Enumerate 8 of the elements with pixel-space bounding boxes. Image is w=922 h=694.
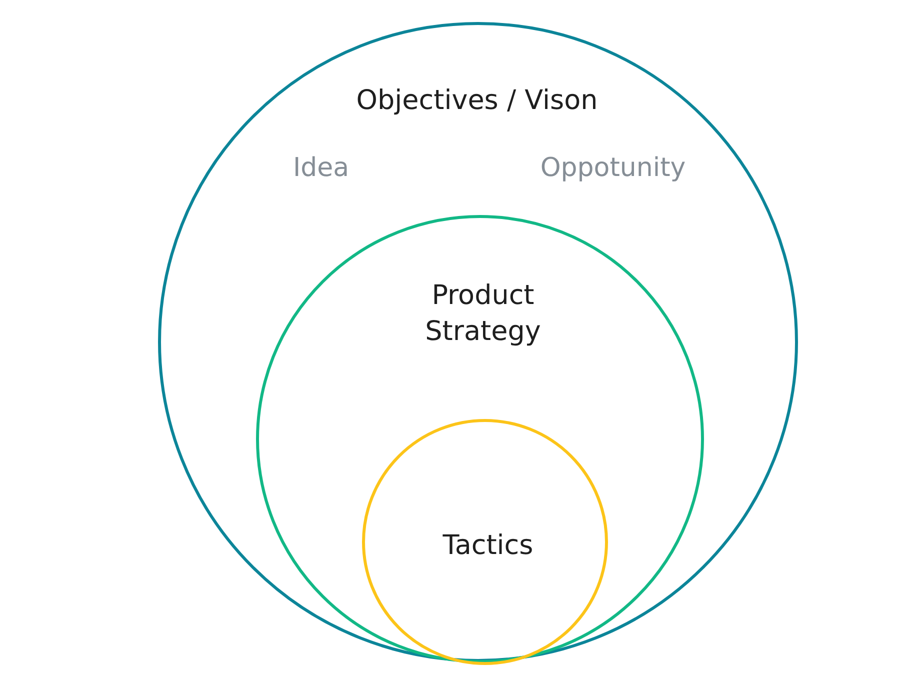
circle-heading: Product Strategy (424, 279, 542, 350)
circle-heading: Objectives / Vison (356, 84, 598, 118)
inner-circle (362, 419, 608, 665)
circle-text: Oppotunity (540, 152, 686, 185)
circle-heading: Tactics (442, 529, 534, 563)
circle-text: Idea (292, 152, 350, 185)
outer-circle (158, 22, 798, 662)
middle-circle (256, 215, 704, 663)
